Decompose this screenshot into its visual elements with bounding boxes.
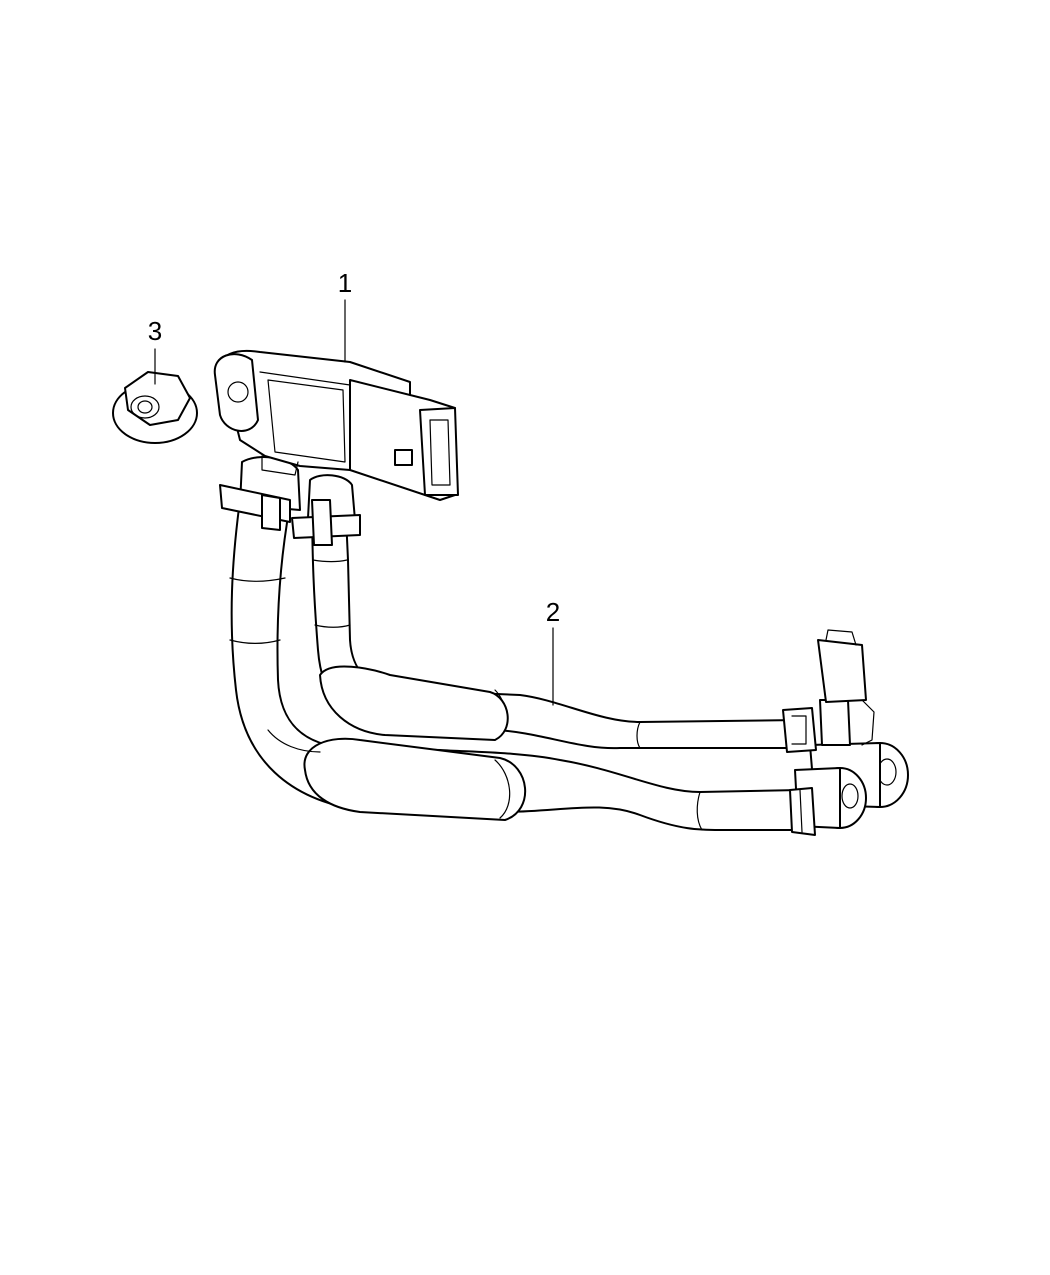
- upper-hose-clamps: [219, 455, 361, 546]
- callout-2: 2: [546, 597, 560, 706]
- callout-1: 1: [338, 268, 352, 363]
- hose-front: [229, 499, 801, 831]
- hose-end-fittings: [782, 629, 909, 836]
- hose-rear: [311, 489, 801, 750]
- callout-3: 3: [148, 316, 162, 385]
- callout-3-label: 3: [148, 316, 162, 346]
- pressure-sensor: [213, 350, 459, 501]
- callout-1-label: 1: [338, 268, 352, 298]
- callout-2-label: 2: [546, 597, 560, 627]
- flange-nut: [112, 371, 198, 444]
